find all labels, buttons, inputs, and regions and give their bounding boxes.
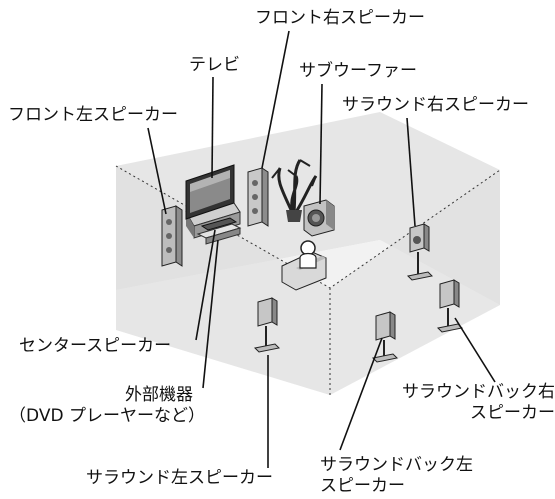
subwoofer [303,199,335,237]
leader-external-device [202,239,219,389]
label-center-speaker: センタースピーカー [19,336,172,356]
leader-front-right [261,30,290,169]
television [185,164,235,220]
label-front-right-speaker: フロント右スピーカー [255,8,425,28]
label-surround-back-left: サラウンドバック左 スピーカー [320,455,473,497]
label-subwoofer: サブウーファー [299,61,417,81]
leader-surround-back-right [454,317,496,383]
front-right-speaker [247,167,269,227]
label-front-left-speaker: フロント左スピーカー [8,105,178,125]
leader-front-left [147,127,167,215]
label-external-device-line1: 外部機器 [125,385,193,405]
label-surround-back-right-line2: スピーカー [470,403,555,423]
label-external-device: 外部機器 （DVD プレーヤーなど） [9,385,380,427]
surround-back-left-speaker [371,311,399,363]
dvd-player [196,223,242,245]
leader-lines [147,30,496,468]
surround-back-right-speaker [436,279,464,333]
label-surround-right-speaker: サラウンド右スピーカー [342,95,529,115]
leader-tv [211,76,214,179]
label-surround-back-right: サラウンドバック右 スピーカー [352,382,555,424]
front-left-speaker [161,205,183,267]
surround-left-speaker [253,297,281,353]
label-surround-left-speaker: サラウンド左スピーカー [86,468,273,488]
label-surround-back-right-line1: サラウンドバック右 [402,382,555,402]
room-right-wall [330,170,500,395]
label-tv: テレビ [189,55,240,75]
plant [271,159,318,222]
leader-subwoofer [319,83,323,205]
center-speaker [200,217,238,231]
leader-surround-back-left [339,337,383,451]
surround-right-speaker [406,223,434,281]
label-surround-back-left-line2: スピーカー [320,476,405,496]
leader-center [195,229,216,341]
leader-surround-right [406,117,416,227]
label-surround-back-left-line1: サラウンドバック左 [320,455,473,475]
listener-armchair [281,240,327,291]
label-external-device-line2: （DVD プレーヤーなど） [9,406,205,426]
